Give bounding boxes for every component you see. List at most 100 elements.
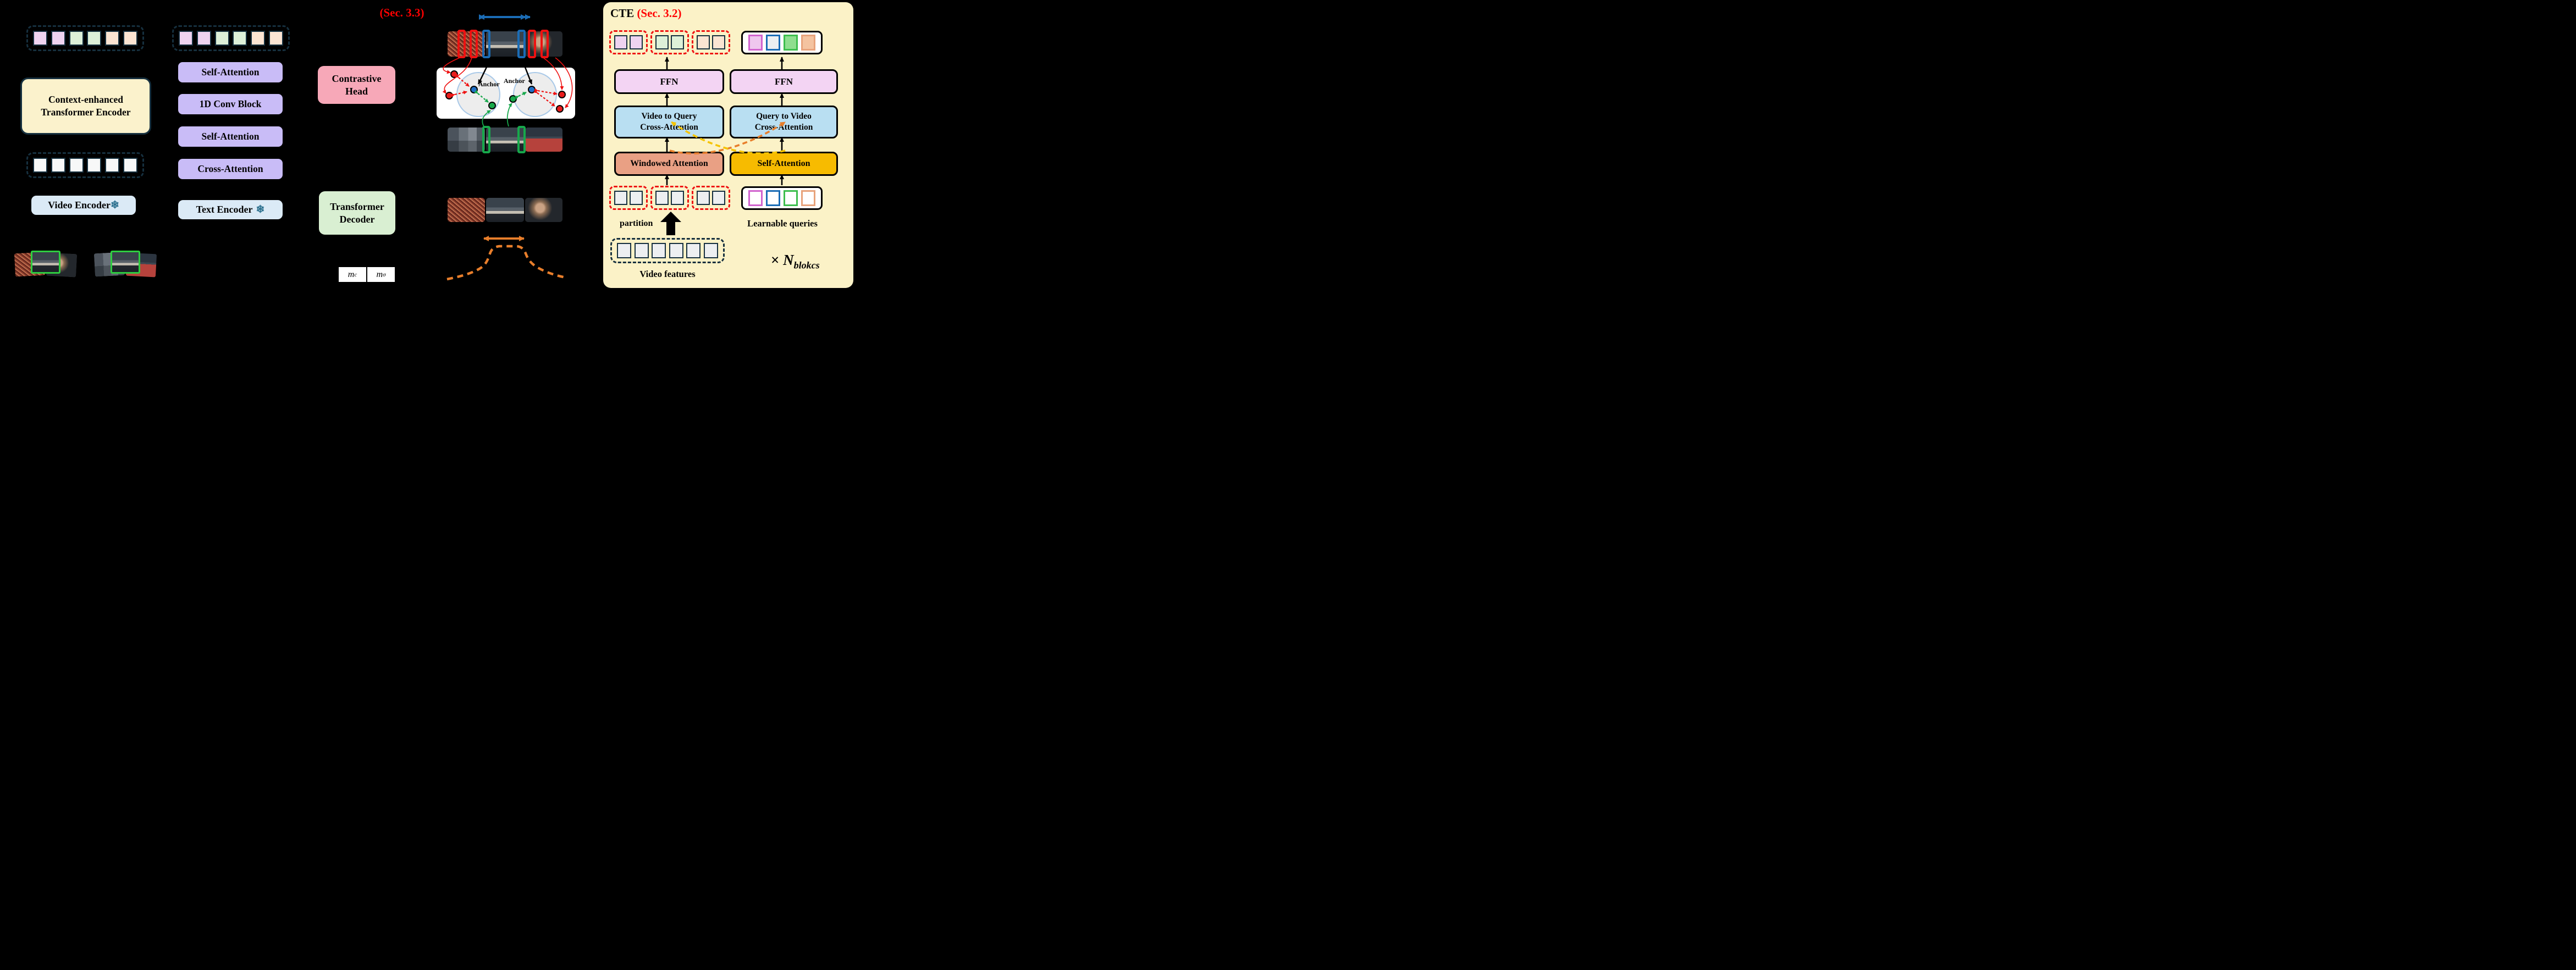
token-peach [712,35,725,49]
m-c-base: m [347,269,355,279]
token-gray [630,191,643,205]
n-blocks-formula: × Nblokcs [771,252,820,271]
block-label: Self-Attention [201,66,260,77]
token-gray [614,191,627,205]
anchor-arrow-left [477,63,489,85]
cte-query-to-video-box: Query to Video Cross-Attention [730,106,838,138]
token-group [692,30,730,54]
token-green [69,31,84,46]
token-pink [33,31,47,46]
token-peach [251,31,266,46]
v2q-line1: Video to Query [641,111,697,121]
token-gray [655,191,669,205]
video-features-label: Video features [639,269,696,279]
figure-canvas: Context-enhanced Transformer Encoder Vid… [0,0,859,323]
video-input-token-row [26,152,144,178]
text-1d-conv-block: 1D Conv Block [178,94,283,114]
partition-arrow [660,212,681,235]
token-group [609,186,648,210]
token-white [51,158,65,173]
encoder-label-line1: Context-enhanced [48,94,124,106]
query-token-blue [766,35,780,51]
query-token-blue [766,190,780,206]
v2q-line2: Cross-Attention [640,123,698,132]
n-sub: blokcs [793,259,820,271]
text-self-attention-2: Self-Attention [178,126,283,147]
token-peach [268,31,283,46]
query-token-green [784,190,798,206]
block-label: Cross-Attention [197,163,263,174]
token-gray [686,243,701,258]
cte-sec-label: (Sec. 3.2) [637,7,682,20]
text-cross-attention: Cross-Attention [178,159,283,179]
token-gray [703,243,718,258]
token-white [123,158,137,173]
transformer-decoder-box: Transformer Decoder [319,191,395,235]
negative-dot-red [556,105,564,113]
dashed-cross-yellow [671,121,786,154]
token-green [87,31,102,46]
token-group [692,186,730,210]
ffn-label: FFN [660,76,679,87]
red-segment-box [528,30,536,58]
token-pink [179,31,193,46]
snowflake-icon: ❄ [110,199,119,211]
cte-input-token-groups [609,186,730,210]
blue-segment-box [517,30,526,58]
token-green [214,31,229,46]
anchor-label-right: Anchor [504,77,525,85]
video-frame-person [525,198,562,222]
text-encoder-label: Text Encoder [196,204,253,215]
arrows-overlay [442,14,786,281]
context-enhanced-encoder-box: Context-enhanced Transformer Encoder [20,77,151,135]
token-peach [697,35,710,49]
snowflake-icon: ❄ [256,204,265,215]
token-gray [634,243,649,258]
cte-ffn-right: FFN [730,69,838,94]
video-clip-stack-1 [14,248,79,291]
decoder-label-line2: Decoder [339,213,375,225]
token-white [87,158,102,173]
sec-3-3-label: (Sec. 3.3) [379,6,424,19]
cte-title-text: CTE [610,7,635,20]
token-white [69,158,84,173]
positive-dot-green [488,102,496,109]
contrastive-head-box: Contrastive Head [318,66,395,104]
red-segment-box [540,30,549,58]
video-clip-stack-2 [93,248,158,291]
red-segment-box [457,30,466,58]
video-frame-hall [448,128,486,152]
token-pink [196,31,211,46]
clip-frame-press [31,251,60,274]
n-base: N [783,252,794,268]
ffn-label: FFN [774,76,793,87]
token-gray [617,243,631,258]
negative-dot-red [558,91,566,98]
token-white [33,158,47,173]
token-gray [669,243,683,258]
video-output-token-row [26,25,144,51]
cte-video-features-row [610,238,725,263]
query-token-green [784,35,798,51]
token-pink [614,35,627,49]
video-frame-crowd [448,31,486,57]
gaussian-curve [446,245,566,281]
anchor-arrow-right [522,61,533,85]
text-output-token-row [172,25,290,51]
filmstrip-bottom [448,198,562,222]
token-gray [671,191,684,205]
video-frame-person [525,31,562,57]
contrastive-label-line2: Head [345,85,368,97]
cte-title: CTE (Sec. 3.2) [610,7,682,20]
text-self-attention-1: Self-Attention [178,62,283,82]
learnable-queries-label: Learnable queries [747,218,818,229]
query-token-orange [801,190,815,206]
cte-learnable-query-box [741,186,823,210]
token-peach [123,31,137,46]
query-token-magenta [748,190,763,206]
token-gray [712,191,725,205]
filmstrip-middle [448,126,562,153]
query-token-magenta [748,35,763,51]
query-token-orange [801,35,815,51]
